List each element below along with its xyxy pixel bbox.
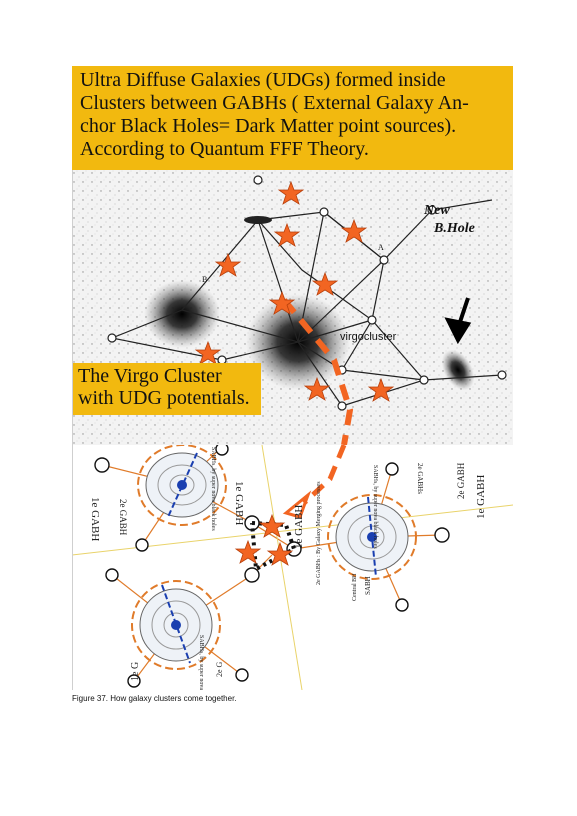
galaxy-disk-bottom-left xyxy=(131,580,221,670)
star-icon xyxy=(273,222,301,247)
label-sabh-short: SABH xyxy=(364,576,372,595)
node xyxy=(107,333,117,343)
label-2e-gabh-left: 2e GABH xyxy=(118,499,128,536)
new-bhole-label-2: B.Hole xyxy=(433,221,475,236)
orange-dashed-path-top xyxy=(281,298,354,445)
star-icon xyxy=(303,376,331,401)
star-icon xyxy=(194,340,222,365)
node xyxy=(367,315,377,325)
galaxy-disk-top-left xyxy=(137,445,227,526)
star-icon xyxy=(258,513,286,538)
orange-dashed-arrow xyxy=(302,445,347,505)
star-icon xyxy=(268,290,296,315)
guide-line xyxy=(261,445,303,690)
star-icon xyxy=(311,271,339,296)
label-sabh-bottom: SABHs, by super nova black holes xyxy=(198,635,204,690)
title-line-4: According to Quantum FFF Theory. xyxy=(80,138,369,160)
marker-a-label: A xyxy=(378,243,384,252)
virgo-label-line-2: with UDG potentials. xyxy=(78,387,250,409)
virgo-label-line-1: The Virgo Cluster xyxy=(78,365,222,387)
galaxy-left xyxy=(144,280,220,348)
label-merge: 2e GABHs : By Galaxy Merging processes xyxy=(316,481,322,585)
node xyxy=(427,205,437,215)
virgo-label-box: The Virgo Cluster with UDG potentials. xyxy=(72,363,261,415)
node xyxy=(419,375,429,385)
node xyxy=(337,401,347,411)
label-1e-g-bottom: 1e G xyxy=(130,662,141,681)
label-2e-gabhs-right: 2e GABHs xyxy=(416,463,424,494)
virgocluster-label: virgocluster xyxy=(340,331,397,343)
gabh-ring xyxy=(244,567,260,583)
cluster-diagram: 1e GABH 2e GABH SABHs, by super nova bla… xyxy=(72,445,513,690)
label-sabh-right: SABHs, by super nova black holes xyxy=(372,465,378,549)
gabh-ring xyxy=(385,462,399,476)
star-icon xyxy=(367,377,395,402)
gabh-ring xyxy=(434,527,450,543)
diagram-stars xyxy=(234,513,294,566)
conn-line xyxy=(251,522,295,550)
gabh-ring xyxy=(94,457,110,473)
gabh-ring xyxy=(105,568,119,582)
galaxy-disk-right xyxy=(327,494,417,580)
star-icon xyxy=(266,541,294,566)
label-1e-gabh-mid: 1e GABH xyxy=(293,505,305,549)
cluster-diagram-svg: 1e GABH 2e GABH SABHs, by super nova bla… xyxy=(72,445,513,690)
network-line-4 xyxy=(111,337,425,407)
star-icon xyxy=(214,252,242,277)
left-border-line xyxy=(72,170,73,690)
label-2e-gabh-right: 2e GABH xyxy=(456,462,466,499)
node xyxy=(497,370,507,380)
label-sabh-top: SABHs, by super nova black holes xyxy=(210,447,216,531)
figure-caption: Figure 37. How galaxy clusters come toge… xyxy=(72,694,237,703)
label-1e-gabh-left: 1e GABH xyxy=(89,497,101,541)
label-central-bh: Central BH xyxy=(352,573,358,601)
gabh-ring xyxy=(135,538,149,552)
star-icon xyxy=(340,218,368,243)
label-2e-g-bottom: 2e G xyxy=(215,661,224,677)
new-bhole-label-1: New xyxy=(423,203,450,218)
gabh-ring xyxy=(395,598,409,612)
node xyxy=(319,207,329,217)
node xyxy=(253,175,263,185)
marker-b-label: B xyxy=(202,275,207,284)
label-1e-gabh-center: 1e GABH xyxy=(233,481,245,525)
label-1e-gabh-right: 1e GABH xyxy=(475,475,487,519)
black-arrow xyxy=(444,297,472,345)
galaxy-right xyxy=(441,349,475,391)
star-icon xyxy=(277,180,305,205)
node xyxy=(379,255,389,265)
gabh-ring xyxy=(215,445,229,456)
gabh-ring xyxy=(127,674,141,688)
gabh-ring xyxy=(235,668,249,682)
title-line-1: Ultra Diffuse Galaxies (UDGs) formed ins… xyxy=(80,69,446,91)
black-arrow-head xyxy=(444,317,472,345)
network-line-3 xyxy=(257,219,425,381)
orange-arrow-head xyxy=(282,490,312,519)
title-line-3: chor Black Holes= Dark Matter point sour… xyxy=(80,115,457,137)
title-box: Ultra Diffuse Galaxies (UDGs) formed ins… xyxy=(72,66,513,170)
orange-stars xyxy=(194,180,395,402)
title-line-2: Clusters between GABHs ( External Galaxy… xyxy=(80,92,469,114)
star-icon xyxy=(234,539,262,564)
